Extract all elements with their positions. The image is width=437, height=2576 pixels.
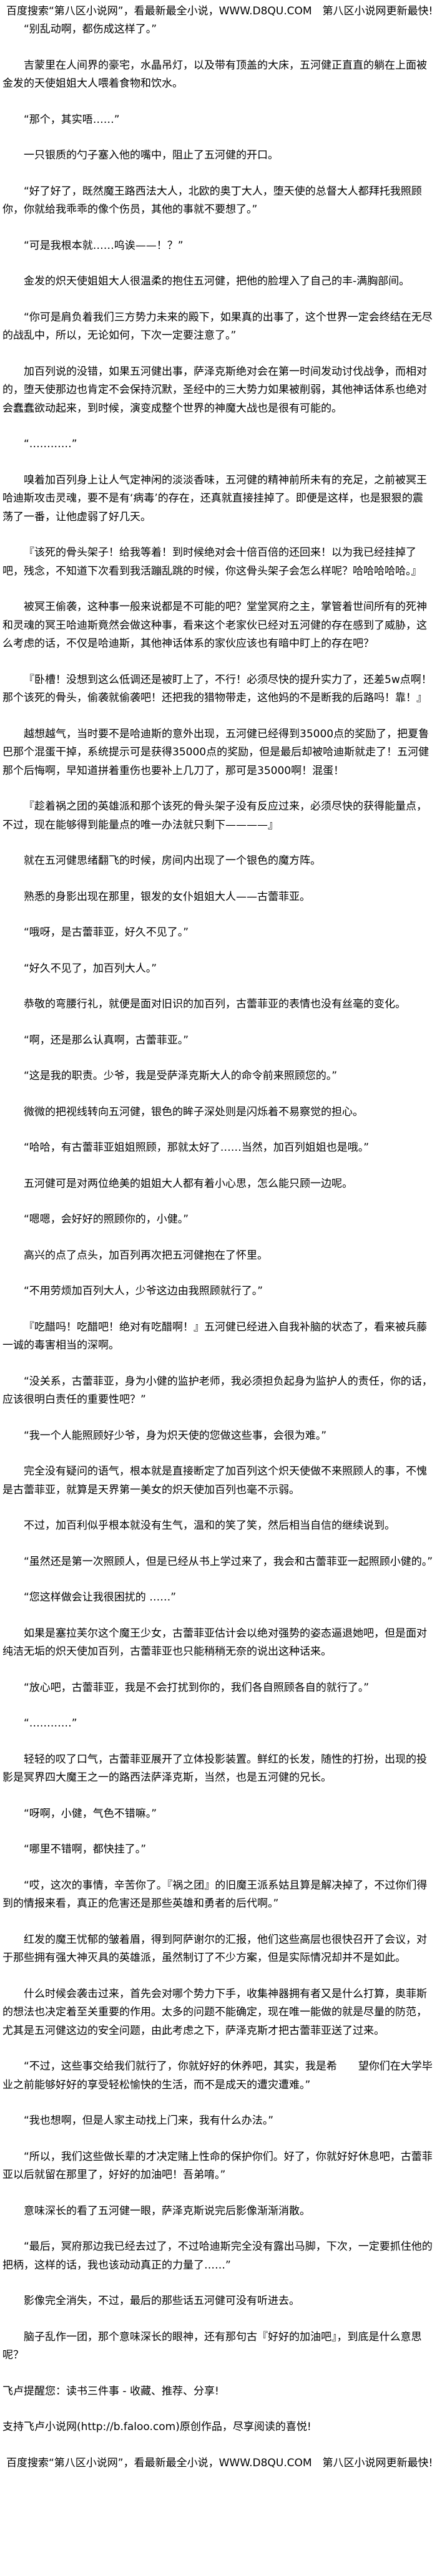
story-paragraph: “没关系，古蕾菲亚，身为小健的监护老师，我必须担负起身为监护人的责任，你的话，应… [2,1375,433,1407]
story-paragraph: “可是我根本就……呜诶——！？” [24,239,184,252]
story-paragraph: “最后，冥府那边我已经去过了，不过哈迪斯完全没有露出马脚，下次，一定要抓住他的把… [2,2240,433,2272]
story-paragraph: “不过，这些事交给我们就行了，你就好好的休养吧，其实，我是希 望你们在大学毕业之… [2,2060,433,2091]
story-paragraph: “哎，这次的事情，辛苦你了。『祸之团』的旧魔王派系姑且算是解决掉了，不过你们得到… [2,1879,428,1910]
story-paragraph: “那个，其实唔……” [24,113,120,126]
story-paragraph: “您这样做会让我很困扰的 ……” [24,1591,177,1604]
story-paragraph: 『吃醋吗！吃醋吧！绝对有吃醋啊！』五河健已经进入自我补脑的状态了，看来被兵藤一诚… [2,1320,427,1352]
story-paragraph: 五河健可是对两位绝美的姐姐大人都有着小心思，怎么能只顾一边呢。 [24,1177,353,1190]
story-paragraph: “别乱动啊，都伤成这样了。” [24,23,157,36]
story-paragraph: 熟悉的身影出现在那里，银发的女仆姐姐大人——古蕾菲亚。 [24,890,310,903]
story-paragraph: 被冥王偷袭，这种事一般来说都是不可能的吧？堂堂冥府之主，掌管着世间所有的死神和灵… [2,601,427,650]
story-paragraph: 轻轻的叹了口气，古蕾菲亚展开了立体投影装置。鲜红的长发，随性的打扮，出现的投影是… [2,1753,427,1784]
story-paragraph: 高兴的点了点头，加百列再次把五河健抱在了怀里。 [24,1249,268,1262]
story-paragraph: “哦呀，是古蕾菲亚，好久不见了。” [24,926,189,939]
faloo-reminder: 飞卢提醒您：读书三件事 - 收藏、推荐、分享! [2,2385,219,2398]
story-paragraph: “哈哈，有古蕾菲亚姐姐照顾，那就太好了……当然，加百列姐姐也是哦。” [24,1141,370,1154]
story-paragraph: “我也想啊，但是人家主动找上门来，我有什么办法。” [24,2114,274,2127]
story-paragraph: 脑子乱作一团，那个意味深长的眼神，还有那句古『好好的加油吧』，到底是什么意思呢？ [2,2330,422,2362]
story-paragraph: “虽然还是第一次照顾人，但是已经从书上学过来了，我会和古蕾菲亚一起照顾小健的。” [24,1555,433,1568]
story-paragraph: 『卧槽！没想到这么低调还是被盯上了，不行！必须尽快的提升实力了，还差5w点啊！那… [2,673,432,705]
story-paragraph: “放心吧，古蕾菲亚，我是不会打扰到你的，我们各自照顾各自的就行了。” [24,1681,370,1694]
story-paragraph: “啊，还是那么认真啊，古蕾菲亚。” [24,1034,189,1047]
story-paragraph: “哪里不错啊，都快挂了。” [24,1843,147,1856]
chapter-body: “别乱动啊，都伤成这样了。” 吉蒙里在人间界的豪宅，水晶吊灯，以及带有顶盖的大床，… [2,21,433,2365]
story-paragraph: “呀啊，小健，气色不错嘛。” [24,1807,157,1820]
story-paragraph: 红发的魔王忧郁的皱着眉，得到阿萨谢尔的汇报，他们这些高层也很快召开了会议，对于那… [2,1933,427,1965]
story-paragraph: 意味深长的看了五河健一眼，萨泽克斯说完后影像渐渐消散。 [24,2204,310,2217]
story-paragraph: “好了好了，既然魔王路西法大人，北欧的奥丁大人，堕天使的总督大人都拜托我照顾你，… [2,185,422,216]
story-paragraph: 金发的炽天使姐姐大人很温柔的抱住五河健，把他的脸埋入了自己的丰-满胸部间。 [24,275,410,288]
story-paragraph: 完全没有疑问的语气，根本就是直接断定了加百列这个炽天使做不来照顾人的事，不愧是古… [2,1465,427,1496]
story-paragraph: 恭敬的弯腰行礼，就便是面对旧识的加百列，古蕾菲亚的表情也没有丝毫的变化。 [24,998,406,1010]
site-banner-bottom: 百度搜索“第八区小说网”，看最新最全小说，WWW.D8QU.COM 第八区小说网… [6,2456,433,2469]
story-paragraph: 越想越气，当时要不是哈迪斯的意外出现，五河健已经得到35000点的奖励了，把夏鲁… [2,727,430,777]
story-paragraph: 嗅着加百列身上让人气定神闲的淡淡香味，五河健的精神前所未有的充足，之前被冥王哈迪… [2,473,427,523]
story-paragraph: 就在五河健思绪翻飞的时候，房间内出现了一个银色的魔方阵。 [24,855,321,867]
story-paragraph: “所以，我们这些做长辈的才决定赌上性命的保护你们。好了，你就好好休息吧，古蕾菲亚… [2,2150,433,2182]
story-paragraph: 如果是塞拉芙尔这个魔王少女，古蕾菲亚估计会以绝对强势的姿态逼退她吧，但是面对纯洁… [2,1627,427,1658]
story-paragraph: “…………” [24,1717,77,1730]
story-paragraph: 什么时候会袭击过来，首先会对哪个势力下手，收集神器拥有者又是什么打算，奥菲斯的想… [2,1987,427,2037]
story-paragraph: “嗯嗯，会好好的照顾你的，小健。” [24,1213,189,1226]
story-paragraph: 不过，加百利似乎根本就没有生气，温和的笑了笑，然后相当自信的继续说到。 [24,1519,395,1532]
story-paragraph: 一只银质的勺子塞入他的嘴中，阻止了五河健的开口。 [24,149,278,162]
story-paragraph: 吉蒙里在人间界的豪宅，水晶吊灯，以及带有顶盖的大床，五河健正直直的躺在上面被金发… [2,59,427,90]
story-paragraph: “我一个人能照顾好少爷，身为炽天使的您做这些事，会很为难。” [24,1429,327,1442]
story-paragraph: “好久不见了，加百列大人。” [24,962,157,975]
novel-page: 百度搜索“第八区小说网”，看最新最全小说，WWW.D8QU.COM 第八区小说网… [2,5,433,2469]
story-paragraph: 『该死的骨头架子！给我等着！到时候绝对会十倍百倍的还回来！以为我已经挂掉了吧，残… [2,546,422,578]
faloo-support-note: 支持飞卢小说网(http://b.faloo.com)原创作品，尽享阅读的喜悦! [2,2421,312,2433]
story-paragraph: “这是我的职责。少爷，我是受萨泽克斯大人的命令前来照顾您的。” [24,1070,338,1082]
story-paragraph: “不用劳烦加百列大人，少爷这边由我照顾就行了。” [24,1285,263,1297]
story-paragraph: 『趁着祸之团的英雄派和那个该死的骨头架子没有反应过来，必须尽快的获得能量点，不过… [2,800,427,831]
story-paragraph: 微微的把视线转向五河健，银色的眸子深处则是闪烁着不易察觉的担心。 [24,1105,363,1118]
story-paragraph: 影像完全消失，不过，最后的那些话五河健可没有听进去。 [24,2295,300,2307]
story-paragraph: “…………” [24,438,77,450]
story-paragraph: “你可是肩负着我们三方势力未来的殿下，如果真的出事了，这个世界一定会终结在无尽的… [2,311,433,342]
site-banner-top: 百度搜索“第八区小说网”，看最新最全小说，WWW.D8QU.COM 第八区小说网… [6,5,433,17]
story-paragraph: 加百列说的没错，如果五河健出事，萨泽克斯绝对会在第一时间发动讨伐战争，而相对的，… [2,365,427,415]
